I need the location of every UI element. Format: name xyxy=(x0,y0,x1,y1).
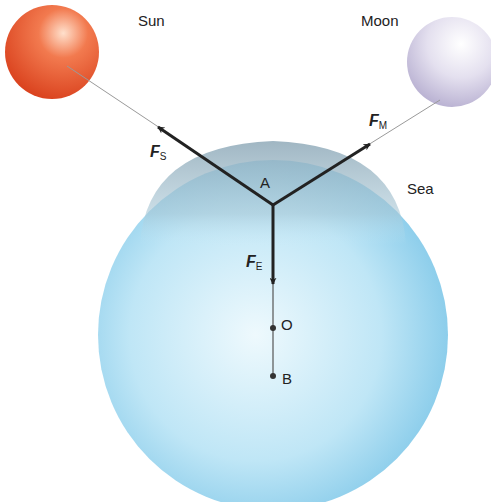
sun xyxy=(5,5,99,99)
point-label: A xyxy=(260,175,270,190)
force-label: FS xyxy=(150,144,166,162)
sun-line xyxy=(67,66,160,128)
moon xyxy=(407,17,491,107)
moon-line xyxy=(368,100,440,145)
body-name: Moon xyxy=(361,13,399,28)
force-moon xyxy=(273,144,370,205)
point-o xyxy=(270,325,276,331)
body-name: Sun xyxy=(138,13,165,28)
point-label: B xyxy=(282,371,292,386)
force-sun xyxy=(158,127,273,205)
point-label: O xyxy=(281,317,293,332)
force-label: FE xyxy=(246,254,262,272)
point-b xyxy=(270,373,276,379)
region-name: Sea xyxy=(407,181,434,196)
force-earth xyxy=(272,205,275,284)
force-label: FM xyxy=(369,113,387,131)
